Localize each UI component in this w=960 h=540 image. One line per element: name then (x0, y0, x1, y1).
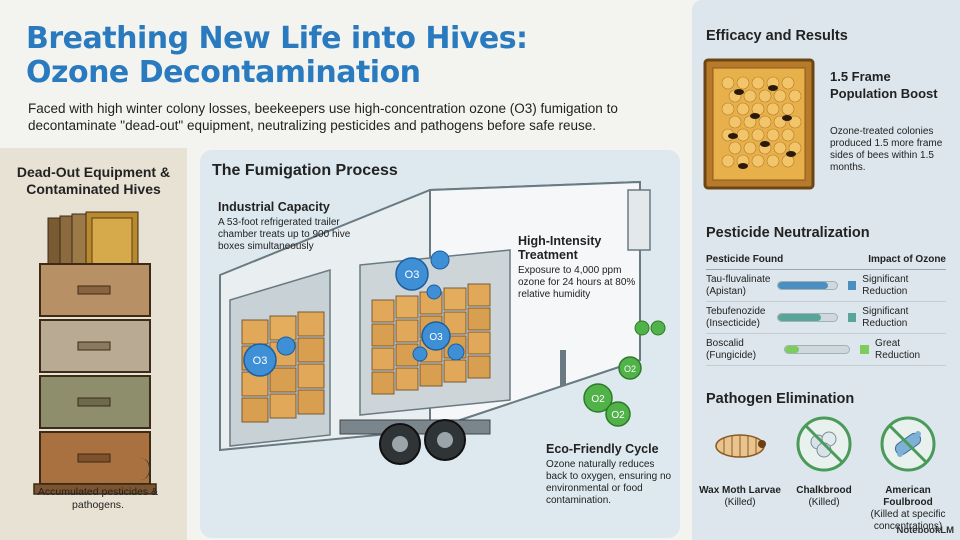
pesticide-row: Tebufenozide (Insecticide) Significant Re… (706, 302, 946, 334)
honeycomb-frame-image (703, 58, 815, 190)
o2-label-1: O2 (591, 394, 605, 405)
treatment-callout: High-Intensity Treatment Exposure to 4,0… (518, 234, 648, 301)
capacity-title: Industrial Capacity (218, 200, 330, 214)
trailer-illustration: O3 O3 O3 O2 O2 O2 (219, 180, 666, 465)
pathogen-status: (Killed at specific concentrations) (870, 509, 946, 532)
boost-text: Ozone-treated colonies produced 1.5 more… (830, 126, 943, 173)
pathogen-name: Chalkbrood (796, 485, 852, 496)
pathogen-status: (Killed) (724, 497, 756, 508)
pesticide-name: Boscalid (Fungicide) (706, 337, 757, 361)
pesticide-name: Tebufenozide (Insecticide) (706, 305, 766, 329)
reduction-bar-fill (784, 346, 800, 353)
page-subtitle: Faced with high winter colony losses, be… (28, 101, 618, 133)
pathogen-title: Pathogen Elimination (706, 391, 855, 407)
note-pointer (140, 458, 150, 480)
reefer-unit (627, 189, 651, 251)
o3-label-1: O3 (405, 269, 420, 281)
impact-marker (848, 281, 857, 290)
dead-out-title: Dead-Out Equipment & Contaminated Hives (16, 164, 171, 197)
o2-label-2: O2 (611, 410, 625, 421)
pathogen-status: (Killed) (808, 497, 840, 508)
reduction-bar-fill (778, 282, 829, 289)
impact-text: Great Reduction (875, 337, 921, 361)
boost-title: 1.5 Frame Population Boost (830, 69, 938, 101)
efficacy-title: Efficacy and Results (706, 28, 848, 44)
chalkbrood-icon (796, 416, 852, 472)
foulbrood-bacteria-icon (880, 416, 936, 472)
hive-box-2 (39, 319, 151, 373)
ozone-molecule-1 (395, 250, 450, 300)
capacity-text: A 53-foot refrigerated trailer chamber t… (218, 217, 351, 252)
pesticide-table: Pesticide Found Impact of Ozone Tau-fluv… (706, 254, 946, 366)
oxygen-molecule-2 (618, 320, 666, 380)
oxygen-molecule-1 (583, 383, 631, 427)
pathogen-chalkbrood: Chalkbrood (Killed) (782, 414, 866, 509)
col-impact: Impact of Ozone (868, 254, 946, 265)
pathogen-american-foulbrood: American Foulbrood (Killed at specific c… (866, 414, 950, 533)
pathogen-wax-moth: Wax Moth Larvae (Killed) (698, 414, 782, 509)
treatment-title: High-Intensity Treatment (518, 234, 602, 262)
eco-callout: Eco-Friendly Cycle Ozone naturally reduc… (546, 442, 676, 507)
capacity-callout: Industrial Capacity A 53-foot refrigerat… (218, 200, 368, 253)
pesticide-row: Tau-fluvalinate (Apistan) Significant Red… (706, 270, 946, 302)
reduction-bar (777, 281, 839, 290)
impact-marker (860, 345, 870, 354)
hive-box-1 (39, 263, 151, 317)
reduction-bar (777, 313, 839, 322)
dead-out-note: Accumulated pesticides & pathogens. (37, 486, 159, 511)
fumigation-title: The Fumigation Process (212, 162, 398, 179)
eco-title: Eco-Friendly Cycle (546, 442, 659, 456)
impact-text: Significant Reduction (862, 305, 909, 329)
pesticide-table-header: Pesticide Found Impact of Ozone (706, 254, 946, 270)
treatment-text: Exposure to 4,000 ppm ozone for 24 hours… (518, 265, 636, 300)
hive-stack-illustration (33, 211, 157, 495)
pesticide-name: Tau-fluvalinate (Apistan) (706, 273, 771, 297)
reduction-bar (783, 345, 851, 354)
pesticide-row: Boscalid (Fungicide) Great Reduction (706, 334, 946, 366)
landing-gear (560, 350, 566, 386)
bees (728, 85, 796, 169)
ozone-molecule-3 (412, 321, 465, 362)
pathogen-name: Wax Moth Larvae (699, 485, 781, 496)
title-line-2: Ozone Decontamination (26, 55, 421, 90)
ozone-molecule-2 (243, 336, 296, 377)
title-line-1: Breathing New Life into Hives: (26, 21, 528, 56)
o3-label-3: O3 (429, 332, 443, 343)
impact-marker (848, 313, 857, 322)
hive-box-3 (39, 375, 151, 429)
eco-text: Ozone naturally reduces back to oxygen, … (546, 459, 672, 506)
hive-base (33, 483, 157, 495)
impact-text: Significant Reduction (862, 273, 909, 297)
fumigation-panel: The Fumigation Process (200, 150, 680, 538)
col-pesticide-found: Pesticide Found (706, 254, 784, 265)
reduction-bar-fill (778, 314, 821, 321)
pesticide-title: Pesticide Neutralization (706, 225, 870, 241)
o3-label-2: O3 (253, 355, 268, 367)
page-title: Breathing New Life into Hives: Ozone Dec… (26, 22, 666, 90)
o2-label-3: O2 (624, 364, 636, 374)
hive-box-4 (39, 431, 151, 485)
pathogen-name: American Foulbrood (883, 485, 933, 508)
wax-moth-larva-icon (715, 434, 766, 458)
dead-out-panel: Dead-Out Equipment & Contaminated Hives (0, 148, 187, 540)
brand-label: NotebookLM (896, 525, 954, 536)
